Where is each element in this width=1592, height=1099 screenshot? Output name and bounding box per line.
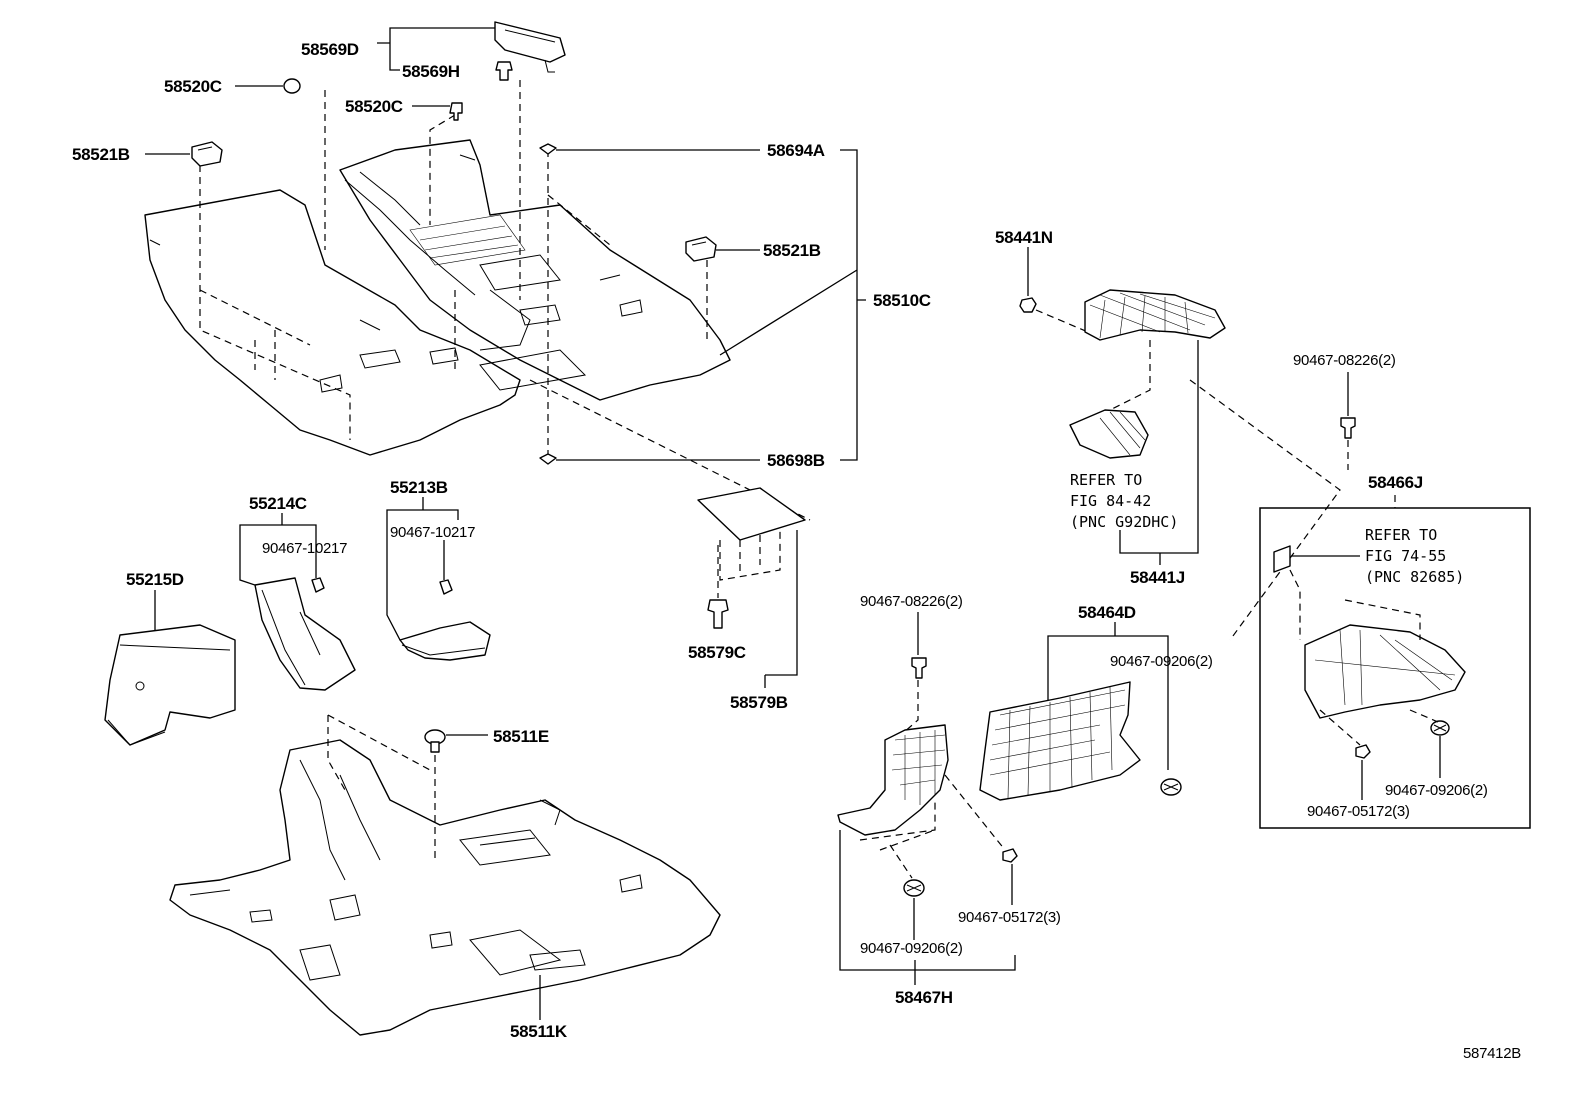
rear-floor-carpet[interactable]: [169, 739, 721, 1036]
clip-58521B-a[interactable]: [191, 141, 223, 167]
pad-55213B[interactable]: [399, 621, 491, 661]
clip-90467-05172-m[interactable]: [1002, 848, 1018, 863]
label-58579C: 58579C: [688, 643, 746, 662]
trim-58466J[interactable]: [1304, 624, 1466, 719]
label-55215D: 55215D: [126, 570, 184, 589]
label-58521B-b: 58521B: [763, 241, 821, 260]
label-58467H: 58467H: [895, 988, 953, 1007]
silencer-55215D[interactable]: [104, 624, 236, 746]
note-refer2-line3: (PNC 82685): [1365, 568, 1464, 586]
clip-58441N[interactable]: [1019, 297, 1037, 313]
clip-90467-08226-m[interactable]: [911, 657, 927, 679]
label-58569H: 58569H: [402, 62, 460, 81]
label-58441N: 58441N: [995, 228, 1053, 247]
label-58521B-a: 58521B: [72, 145, 130, 164]
note-refer2-line2: FIG 74-55: [1365, 547, 1446, 565]
clip-58520C-b[interactable]: [449, 102, 463, 121]
label-58510C: 58510C: [873, 291, 931, 310]
label-90467-09206-b: 90467-09206(2): [860, 940, 963, 957]
label-58466J: 58466J: [1368, 473, 1423, 492]
note-refer1-line3: (PNC G92DHC): [1070, 513, 1178, 531]
label-90467-10217-a: 90467-10217: [262, 540, 347, 557]
ref-part-82685[interactable]: [1273, 545, 1291, 573]
front-floor-carpet[interactable]: [144, 139, 731, 456]
label-90467-05172-r: 90467-05172(3): [1307, 803, 1410, 820]
clip-58511E[interactable]: [424, 729, 446, 753]
clip-90467-10217-a[interactable]: [311, 577, 325, 593]
clip-90467-09206-b[interactable]: [903, 879, 925, 897]
label-58464D: 58464D: [1078, 603, 1136, 622]
label-58579B: 58579B: [730, 693, 788, 712]
label-90467-09206-r: 90467-09206(2): [1385, 782, 1488, 799]
clip-90467-09206-r[interactable]: [1430, 720, 1450, 736]
clip-58698B[interactable]: [539, 453, 557, 465]
clip-90467-10217-b[interactable]: [439, 579, 453, 595]
label-58520C-a: 58520C: [164, 77, 222, 96]
clip-58520C-a[interactable]: [283, 78, 301, 94]
label-90467-08226-m: 90467-08226(2): [860, 593, 963, 610]
label-58441J: 58441J: [1130, 568, 1185, 587]
label-58569D: 58569D: [301, 40, 359, 59]
label-90467-08226-r: 90467-08226(2): [1293, 352, 1396, 369]
label-90467-05172-m: 90467-05172(3): [958, 909, 1061, 926]
label-58520C-b: 58520C: [345, 97, 403, 116]
label-90467-09206-m: 90467-09206(2): [1110, 653, 1213, 670]
clip-58569D[interactable]: [494, 21, 566, 73]
label-58698B: 58698B: [767, 451, 825, 470]
clip-90467-09206-m[interactable]: [1160, 778, 1182, 796]
tray-58579B[interactable]: [697, 487, 806, 581]
clip-58521B-b[interactable]: [685, 236, 717, 262]
pad-55214C[interactable]: [254, 577, 356, 691]
label-58511K: 58511K: [510, 1022, 568, 1041]
clip-58569H[interactable]: [495, 61, 513, 81]
clip-90467-05172-r[interactable]: [1355, 744, 1371, 759]
trim-g92dhc-ref[interactable]: [1069, 409, 1149, 459]
label-58511E: 58511E: [493, 727, 549, 746]
cover-58441J[interactable]: [1084, 289, 1226, 341]
label-90467-10217-b: 90467-10217: [390, 524, 475, 541]
diagram-code: 587412B: [1463, 1045, 1521, 1062]
label-55214C: 55214C: [249, 494, 307, 513]
clip-90467-08226-r[interactable]: [1340, 417, 1356, 439]
label-58694A: 58694A: [767, 141, 825, 160]
trim-58467H[interactable]: [837, 724, 949, 836]
trim-58464D[interactable]: [979, 681, 1141, 801]
note-refer1-line1: REFER TO: [1070, 471, 1142, 489]
note-refer1-line2: FIG 84-42: [1070, 492, 1151, 510]
clip-58694A[interactable]: [539, 143, 557, 155]
note-refer2-line1: REFER TO: [1365, 526, 1437, 544]
group-box-58466J: [1259, 507, 1531, 829]
clip-58579C[interactable]: [707, 599, 729, 629]
label-55213B: 55213B: [390, 478, 448, 497]
